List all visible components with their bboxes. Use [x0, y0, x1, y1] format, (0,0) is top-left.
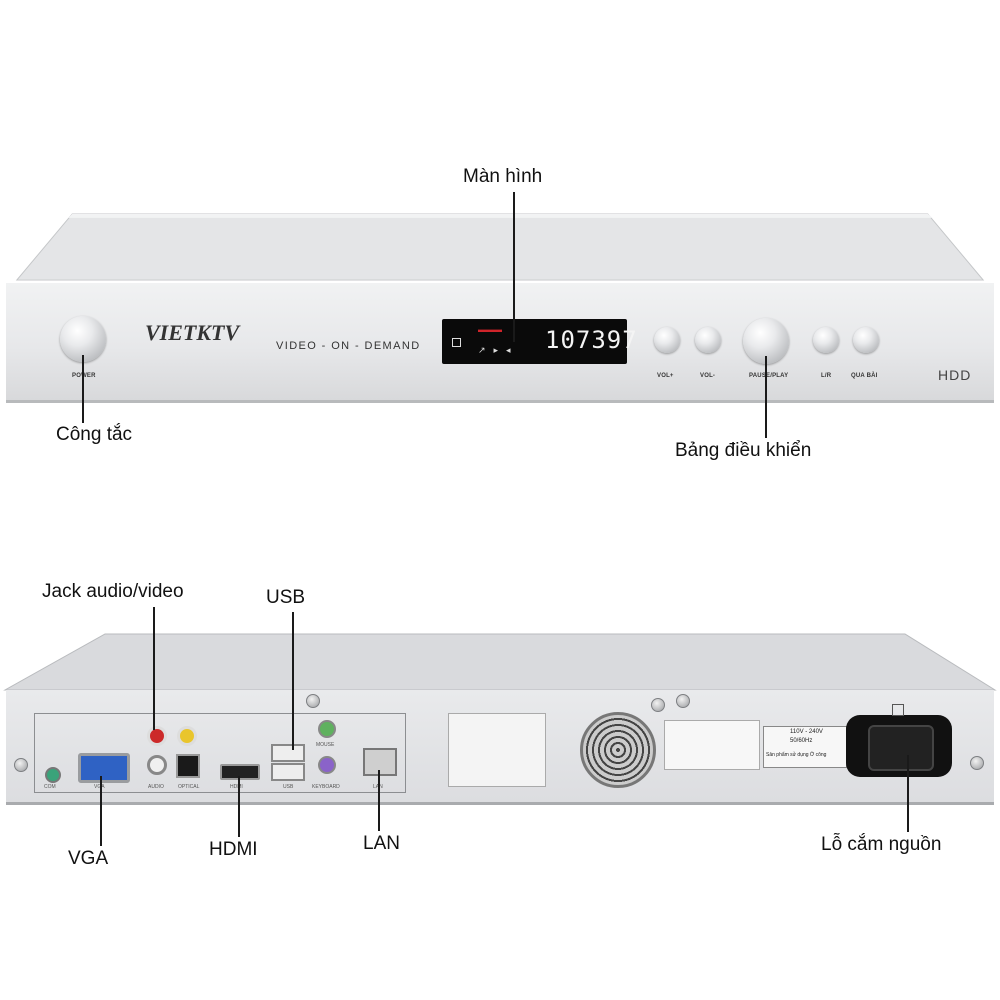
- port-label-keyboard: KEYBOARD: [312, 784, 340, 790]
- screw-icon: [651, 698, 665, 712]
- port-label-audio: AUDIO: [148, 784, 164, 790]
- display-square-icon: [452, 338, 461, 347]
- skip-song-button[interactable]: [853, 327, 879, 353]
- screw-icon: [306, 694, 320, 708]
- lr-label: L/R: [821, 373, 832, 379]
- callout-lan: LAN: [363, 833, 400, 854]
- callout-control-panel-line: [765, 356, 767, 438]
- vol-up-button[interactable]: [654, 327, 680, 353]
- fan-grille-icon: [580, 712, 656, 788]
- port-label-vga: VGA: [94, 784, 105, 790]
- hdd-mark: HDD: [938, 367, 972, 383]
- callout-av-jack: Jack audio/video: [42, 581, 184, 602]
- callout-switch-line: [82, 355, 84, 423]
- display-play-icons: ↗▸◂: [478, 345, 519, 355]
- brand-logo-text: VIETKTV: [145, 320, 240, 345]
- rating-sticker: [763, 726, 847, 768]
- pause-play-label: PAUSE/PLAY: [749, 373, 789, 379]
- usb-port-bottom[interactable]: [271, 763, 305, 781]
- voltage-text: 110V - 240V: [790, 729, 823, 735]
- port-panel: [34, 713, 406, 793]
- port-label-usb: USB: [283, 784, 294, 790]
- screw-icon: [676, 694, 690, 708]
- made-in-text: Sản phẩm sử dụng Ở công: [766, 752, 827, 758]
- frequency-text: 50/60Hz: [790, 738, 813, 744]
- lr-button[interactable]: [813, 327, 839, 353]
- port-label-optical: OPTICAL: [178, 784, 200, 790]
- vga-port[interactable]: [78, 753, 130, 783]
- port-label-com: COM: [44, 784, 56, 790]
- ps2-mouse-port[interactable]: [318, 720, 336, 738]
- screw-icon: [970, 756, 984, 770]
- callout-vga-line: [100, 776, 102, 846]
- usb-port-top[interactable]: [271, 744, 305, 762]
- port-label-hdmi: HDMI: [230, 784, 243, 790]
- power-socket-insert: [868, 725, 934, 771]
- screw-icon: [14, 758, 28, 772]
- front-display: [442, 319, 627, 364]
- hdmi-port[interactable]: [220, 764, 260, 780]
- power-button[interactable]: [60, 316, 106, 362]
- skip-song-label: QUA BÀI: [851, 373, 878, 379]
- ps2-keyboard-port[interactable]: [318, 756, 336, 774]
- callout-switch: Công tắc: [56, 424, 133, 445]
- callout-power-socket-line: [907, 755, 909, 832]
- callout-screen: Màn hình: [463, 166, 543, 187]
- callout-usb-line: [292, 612, 294, 750]
- port-label-mouse: MOUSE: [316, 742, 335, 748]
- video-yellow-jack[interactable]: [177, 726, 197, 746]
- brand-tagline: VIDEO - ON - DEMAND: [276, 340, 421, 352]
- callout-hdmi: HDMI: [209, 839, 258, 860]
- rear-top-cover: [3, 633, 997, 691]
- callout-av-jack-line: [153, 607, 155, 730]
- callout-vga: VGA: [68, 848, 109, 869]
- warning-sticker: [448, 713, 546, 787]
- info-sticker: [664, 720, 760, 770]
- lan-port[interactable]: [363, 748, 397, 776]
- brand-logo: VIETKTV: [145, 320, 239, 346]
- display-logo-icon: ▬▬▬: [478, 325, 502, 334]
- display-digits: 107397: [545, 326, 638, 354]
- audio-white-jack[interactable]: [147, 755, 167, 775]
- ground-icon: [892, 704, 904, 716]
- com-port[interactable]: [45, 767, 61, 783]
- port-label-lan: LAN: [373, 784, 383, 790]
- callout-control-panel: Bảng điều khiển: [675, 440, 812, 461]
- callout-lan-line: [378, 770, 380, 831]
- callout-usb: USB: [266, 587, 306, 608]
- optical-port[interactable]: [176, 754, 200, 778]
- callout-power-socket: Lỗ cắm nguồn: [821, 834, 942, 855]
- vol-up-label: VOL+: [657, 373, 674, 379]
- vol-down-label: VOL-: [700, 373, 716, 379]
- callout-hdmi-line: [238, 776, 240, 837]
- callout-screen-line: [513, 192, 515, 342]
- front-top-cover: [15, 213, 985, 281]
- audio-red-jack[interactable]: [147, 726, 167, 746]
- vol-down-button[interactable]: [695, 327, 721, 353]
